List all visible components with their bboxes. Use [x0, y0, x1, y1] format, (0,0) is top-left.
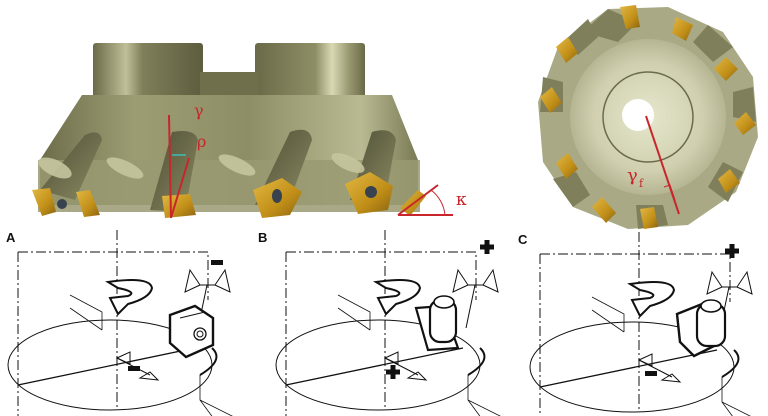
rake-angle-annotation: [168, 114, 190, 219]
panel-label-a: A: [6, 230, 16, 245]
panel-label-c: C: [518, 232, 528, 247]
gamma-f-label: γ: [627, 165, 638, 186]
panel-c: C: [518, 231, 759, 416]
rho-label: ρ: [197, 132, 206, 151]
axial-sign-plus-icon: [480, 240, 494, 254]
panel-a: A: [6, 229, 237, 416]
gamma-f-subscript: f: [639, 177, 644, 190]
axial-sign-plus-icon: [725, 244, 739, 258]
radial-sign-minus-icon: [645, 371, 657, 376]
chip-pockets: [40, 129, 396, 212]
gamma-label: γ: [194, 101, 204, 120]
radial-rake-annotation: [645, 115, 680, 215]
radial-sign-minus-icon: [128, 366, 140, 371]
radial-sign-plus-icon: [386, 365, 400, 379]
entering-angle-annotation: [397, 184, 453, 216]
insert-positive-positive: [414, 295, 460, 352]
kappa-label: κ: [456, 190, 467, 210]
axial-sign-minus-icon: [211, 260, 223, 265]
insert-negative-negative: [168, 304, 215, 359]
panel-b: B: [258, 229, 505, 416]
insert-positive-negative: [675, 299, 727, 358]
panel-label-b: B: [258, 230, 267, 245]
cutter-teeth: [538, 5, 758, 229]
